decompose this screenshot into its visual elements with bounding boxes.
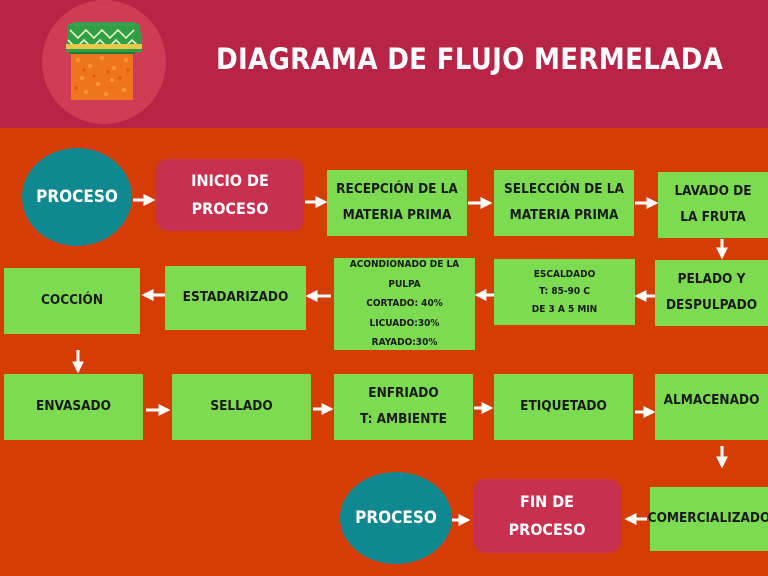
comercializado-line-1: COMERCIALIZADO	[647, 510, 768, 527]
acondionado-line-2: CORTADO: 40%	[366, 298, 443, 310]
recepcion-line-1: RECEPCIÓN DE LA	[336, 181, 458, 198]
enfriado-node: ENFRIADO T: AMBIENTE	[334, 374, 473, 440]
lavado-line-2: LA FRUTA	[680, 209, 746, 225]
almacenado-node: ALMACENADO	[655, 374, 768, 440]
almacenado-line-1: ALMACENADO	[663, 392, 760, 408]
sellado-line-1: SELLADO	[210, 398, 273, 415]
proceso_bottom-line-1: PROCESO	[355, 507, 437, 528]
comercializado-node: COMERCIALIZADO	[647, 487, 768, 551]
escaldado-line-2: T: 85-90 C	[539, 286, 590, 298]
enfriado-line-2: T: AMBIENTE	[360, 411, 447, 427]
recepcion-node: RECEPCIÓN DE LA MATERIA PRIMA	[327, 170, 467, 236]
acondionado-node: ACONDIONADO DE LA PULPA CORTADO: 40% LICUA…	[334, 258, 475, 350]
fin-node: FIN DE PROCESO	[473, 479, 621, 553]
envasado-line-1: ENVASADO	[36, 398, 111, 415]
etiquetado-node: ETIQUETADO	[494, 374, 633, 440]
acondionado-line-3: LICUADO:30%	[369, 317, 440, 329]
fin-line-2: PROCESO	[508, 520, 586, 539]
lavado-node: LAVADO DE LA FRUTA	[658, 172, 768, 238]
inicio-node: INICIO DE PROCESO	[156, 159, 304, 231]
estadarizado-node: ESTADARIZADO	[165, 266, 306, 330]
proceso-start-node: PROCESO	[22, 148, 132, 246]
recepcion-line-2: MATERIA PRIMA	[342, 207, 452, 223]
pelado-line-1: PELADO Y	[677, 271, 746, 288]
estadarizado-line-1: ESTADARIZADO	[182, 289, 289, 306]
coccion-line-1: COCCIÓN	[40, 292, 104, 309]
header-banner: DIAGRAMA DE FLUJO MERMELADA	[0, 0, 768, 128]
etiquetado-line-1: ETIQUETADO	[520, 398, 607, 415]
lavado-line-1: LAVADO DE	[674, 183, 752, 200]
logo-circle	[42, 0, 166, 124]
escaldado-line-1: ESCALDADO	[533, 268, 596, 280]
seleccion-line-2: MATERIA PRIMA	[509, 207, 619, 223]
proceso-end-node: PROCESO	[340, 472, 452, 564]
inicio-line-2: PROCESO	[191, 199, 269, 218]
sellado-node: SELLADO	[172, 374, 311, 440]
coccion-node: COCCIÓN	[4, 268, 140, 334]
pelado-line-2: DESPULPADO	[665, 297, 758, 313]
acondionado-line-1: ACONDIONADO DE LA PULPA	[349, 259, 460, 290]
escaldado-node: ESCALDADO T: 85-90 C DE 3 A 5 MIN	[494, 259, 635, 325]
seleccion-line-1: SELECCIÓN DE LA	[504, 181, 624, 198]
page-title: DIAGRAMA DE FLUJO MERMELADA	[216, 42, 724, 76]
acondionado-line-4: RAYADO:30%	[371, 337, 438, 349]
seleccion-node: SELECCIÓN DE LA MATERIA PRIMA	[494, 170, 634, 236]
enfriado-line-1: ENFRIADO	[368, 385, 439, 402]
pelado-node: PELADO Y DESPULPADO	[655, 260, 768, 326]
fin-line-1: FIN DE	[519, 492, 575, 511]
proceso_top-line-1: PROCESO	[36, 186, 118, 207]
inicio-line-1: INICIO DE	[191, 171, 269, 190]
envasado-node: ENVASADO	[4, 374, 143, 440]
jam-jar-icon	[66, 22, 142, 100]
escaldado-line-3: DE 3 A 5 MIN	[531, 303, 598, 315]
